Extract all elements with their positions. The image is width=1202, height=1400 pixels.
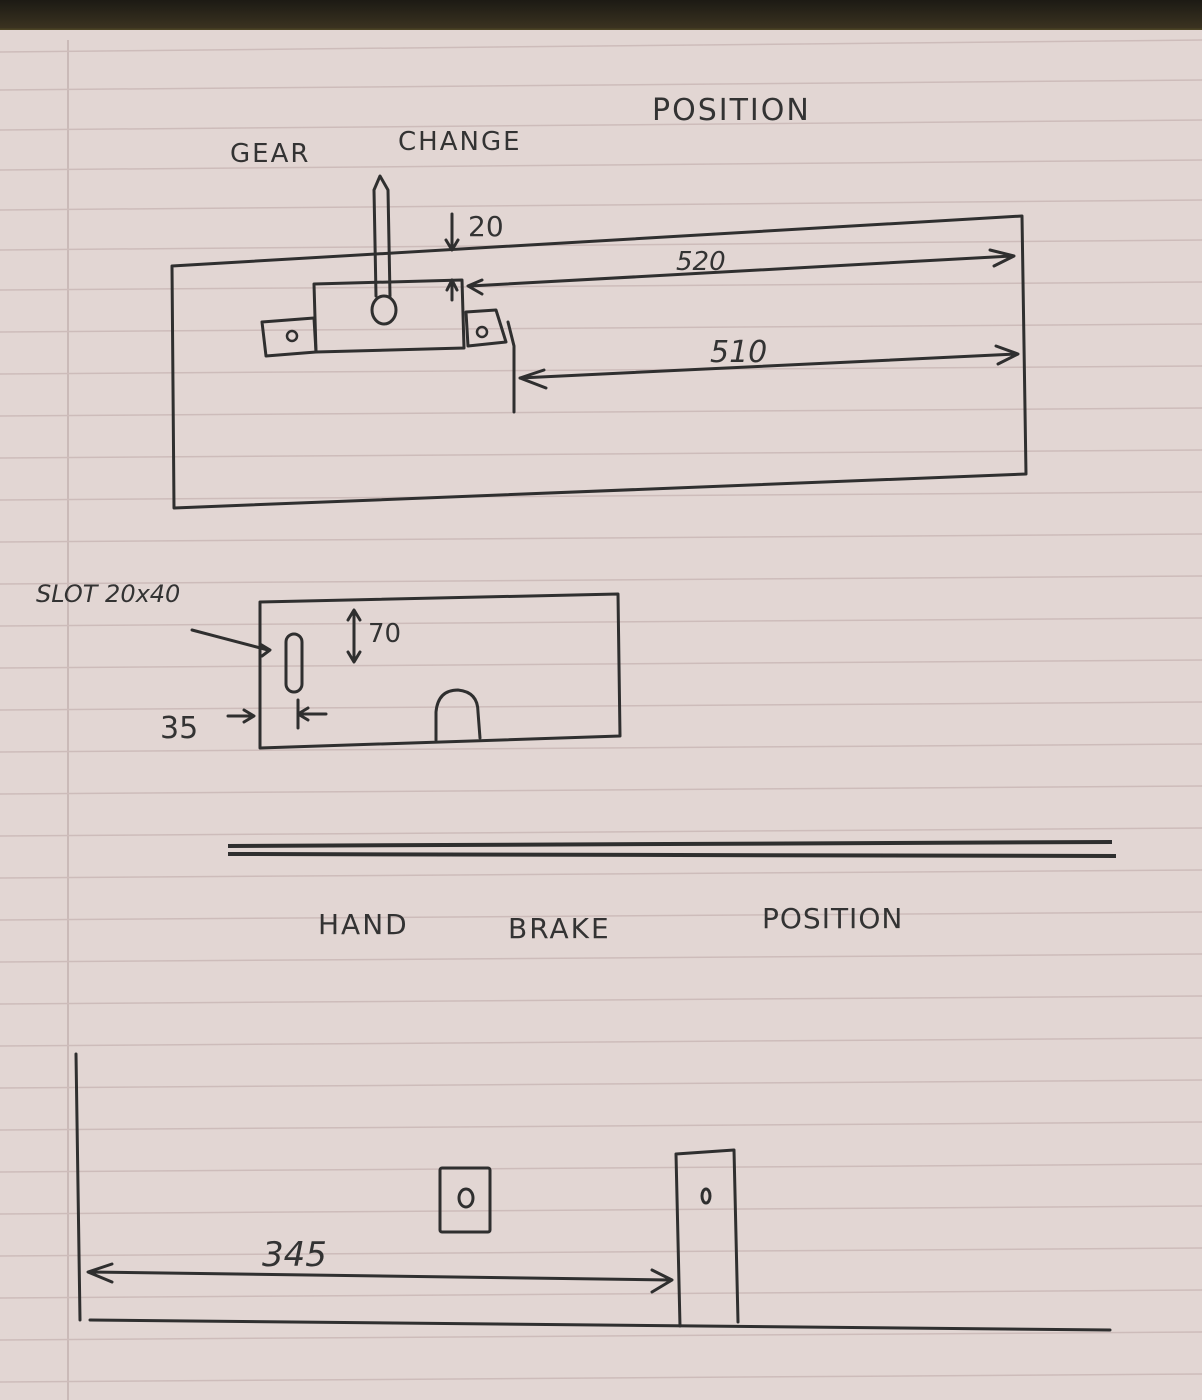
slot-size-label: SLOT 20x40 xyxy=(36,580,180,608)
brake-title-word-1: HAND xyxy=(318,908,409,941)
gear-dim-20-arrow xyxy=(444,212,460,252)
ruled-lines xyxy=(0,39,1202,1400)
gear-dim-20-label: 20 xyxy=(468,210,504,243)
gear-stick-knob xyxy=(370,294,398,326)
hand-brake-lever-post xyxy=(674,1148,740,1328)
hand-brake-mount-plate xyxy=(438,1166,492,1234)
gear-right-bracket xyxy=(464,308,508,348)
gear-dim-510-label: 510 xyxy=(710,335,767,370)
gear-dim-510-line xyxy=(518,344,1020,390)
hand-brake-floor-line xyxy=(88,1318,1112,1332)
gear-left-tab-hole xyxy=(285,329,299,343)
gear-title-word-1: GEAR xyxy=(230,139,310,169)
gear-dim-520-label: 520 xyxy=(676,247,726,277)
slot-detail-section xyxy=(190,592,622,750)
gear-title-word-2: CHANGE xyxy=(398,127,522,157)
brake-title-word-2: BRAKE xyxy=(508,912,611,945)
slot-dim-70-label: 70 xyxy=(368,619,401,649)
labels: GEAR CHANGE POSITION 20 520 510 SLOT 20x… xyxy=(36,93,903,1275)
brake-dim-345-label: 345 xyxy=(262,1235,327,1275)
hand-brake-dim-345-line xyxy=(86,1262,674,1294)
hand-brake-post-hole xyxy=(700,1187,712,1205)
gear-stick xyxy=(372,174,392,298)
brake-title-word-3: POSITION xyxy=(762,902,903,935)
hand-brake-section xyxy=(74,1052,1112,1332)
gear-right-bracket-hole xyxy=(475,325,489,339)
section-divider xyxy=(227,840,1117,858)
slot-arch-cutout xyxy=(434,688,482,742)
slot-dim-35-label: 35 xyxy=(160,711,198,746)
gear-panel-outline xyxy=(170,214,1028,510)
gear-title-word-3: POSITION xyxy=(652,93,811,128)
slot-dim-70-arrow xyxy=(346,608,362,664)
gear-dim-20-small-arrow xyxy=(445,278,459,302)
gear-change-section xyxy=(170,174,1028,510)
gear-dim-520-line xyxy=(466,248,1016,296)
slot-leader-line xyxy=(190,628,272,658)
hand-brake-mount-hole xyxy=(457,1187,475,1209)
lined-paper-sheet xyxy=(0,30,1202,1400)
gear-left-tab xyxy=(260,316,318,358)
hand-brake-left-edge xyxy=(74,1052,82,1322)
gear-reference-line xyxy=(506,320,516,414)
slot-shape xyxy=(284,632,304,694)
slot-dim-35-arrows xyxy=(226,698,328,730)
slot-panel-outline xyxy=(258,592,622,750)
